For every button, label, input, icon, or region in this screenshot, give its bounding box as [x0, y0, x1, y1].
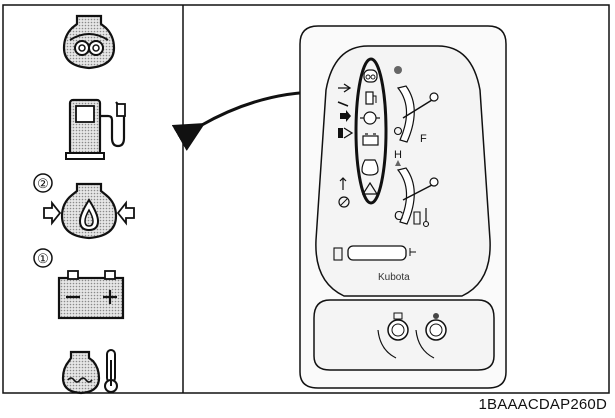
fuel-gauge: F: [393, 66, 439, 145]
coolant-temperature-icon: [61, 349, 118, 395]
engine-oil-pressure-icon: [43, 182, 135, 240]
mini-glow-lamp: [363, 69, 378, 83]
brand-label: Kubota: [378, 272, 410, 283]
fuel-full-mark: F: [420, 133, 427, 145]
figure-code: 1BAAACDAP260D: [478, 396, 607, 413]
marker-1-label: ①: [37, 251, 49, 266]
indicator-lamp-highlight: [354, 57, 388, 205]
mini-warning-lamp: [361, 181, 379, 195]
marker-2: ②: [33, 173, 53, 193]
fuel-needle: [402, 99, 433, 119]
right-rotary-switch: [415, 313, 447, 359]
fuel-level-icon: [65, 98, 126, 160]
temp-hot-mark: H: [394, 149, 402, 161]
left-rotary-switch: [377, 312, 409, 359]
battery-charge-icon: [57, 270, 125, 320]
mini-oil-lamp: [360, 111, 380, 125]
temp-cold-mark: C: [394, 208, 403, 223]
temperature-gauge: H C: [394, 149, 439, 228]
figure-frame: [2, 4, 610, 394]
mini-side-lamps: [337, 83, 354, 208]
mini-coolant-lamp: [361, 159, 379, 176]
glow-plug-icon: [62, 14, 116, 70]
mini-battery-lamp: [362, 133, 379, 146]
mini-fuel-lamp: [365, 91, 377, 105]
temp-needle: [402, 184, 433, 201]
marker-1: ①: [33, 248, 53, 268]
hour-meter: [333, 245, 416, 261]
marker-2-label: ②: [37, 176, 49, 191]
